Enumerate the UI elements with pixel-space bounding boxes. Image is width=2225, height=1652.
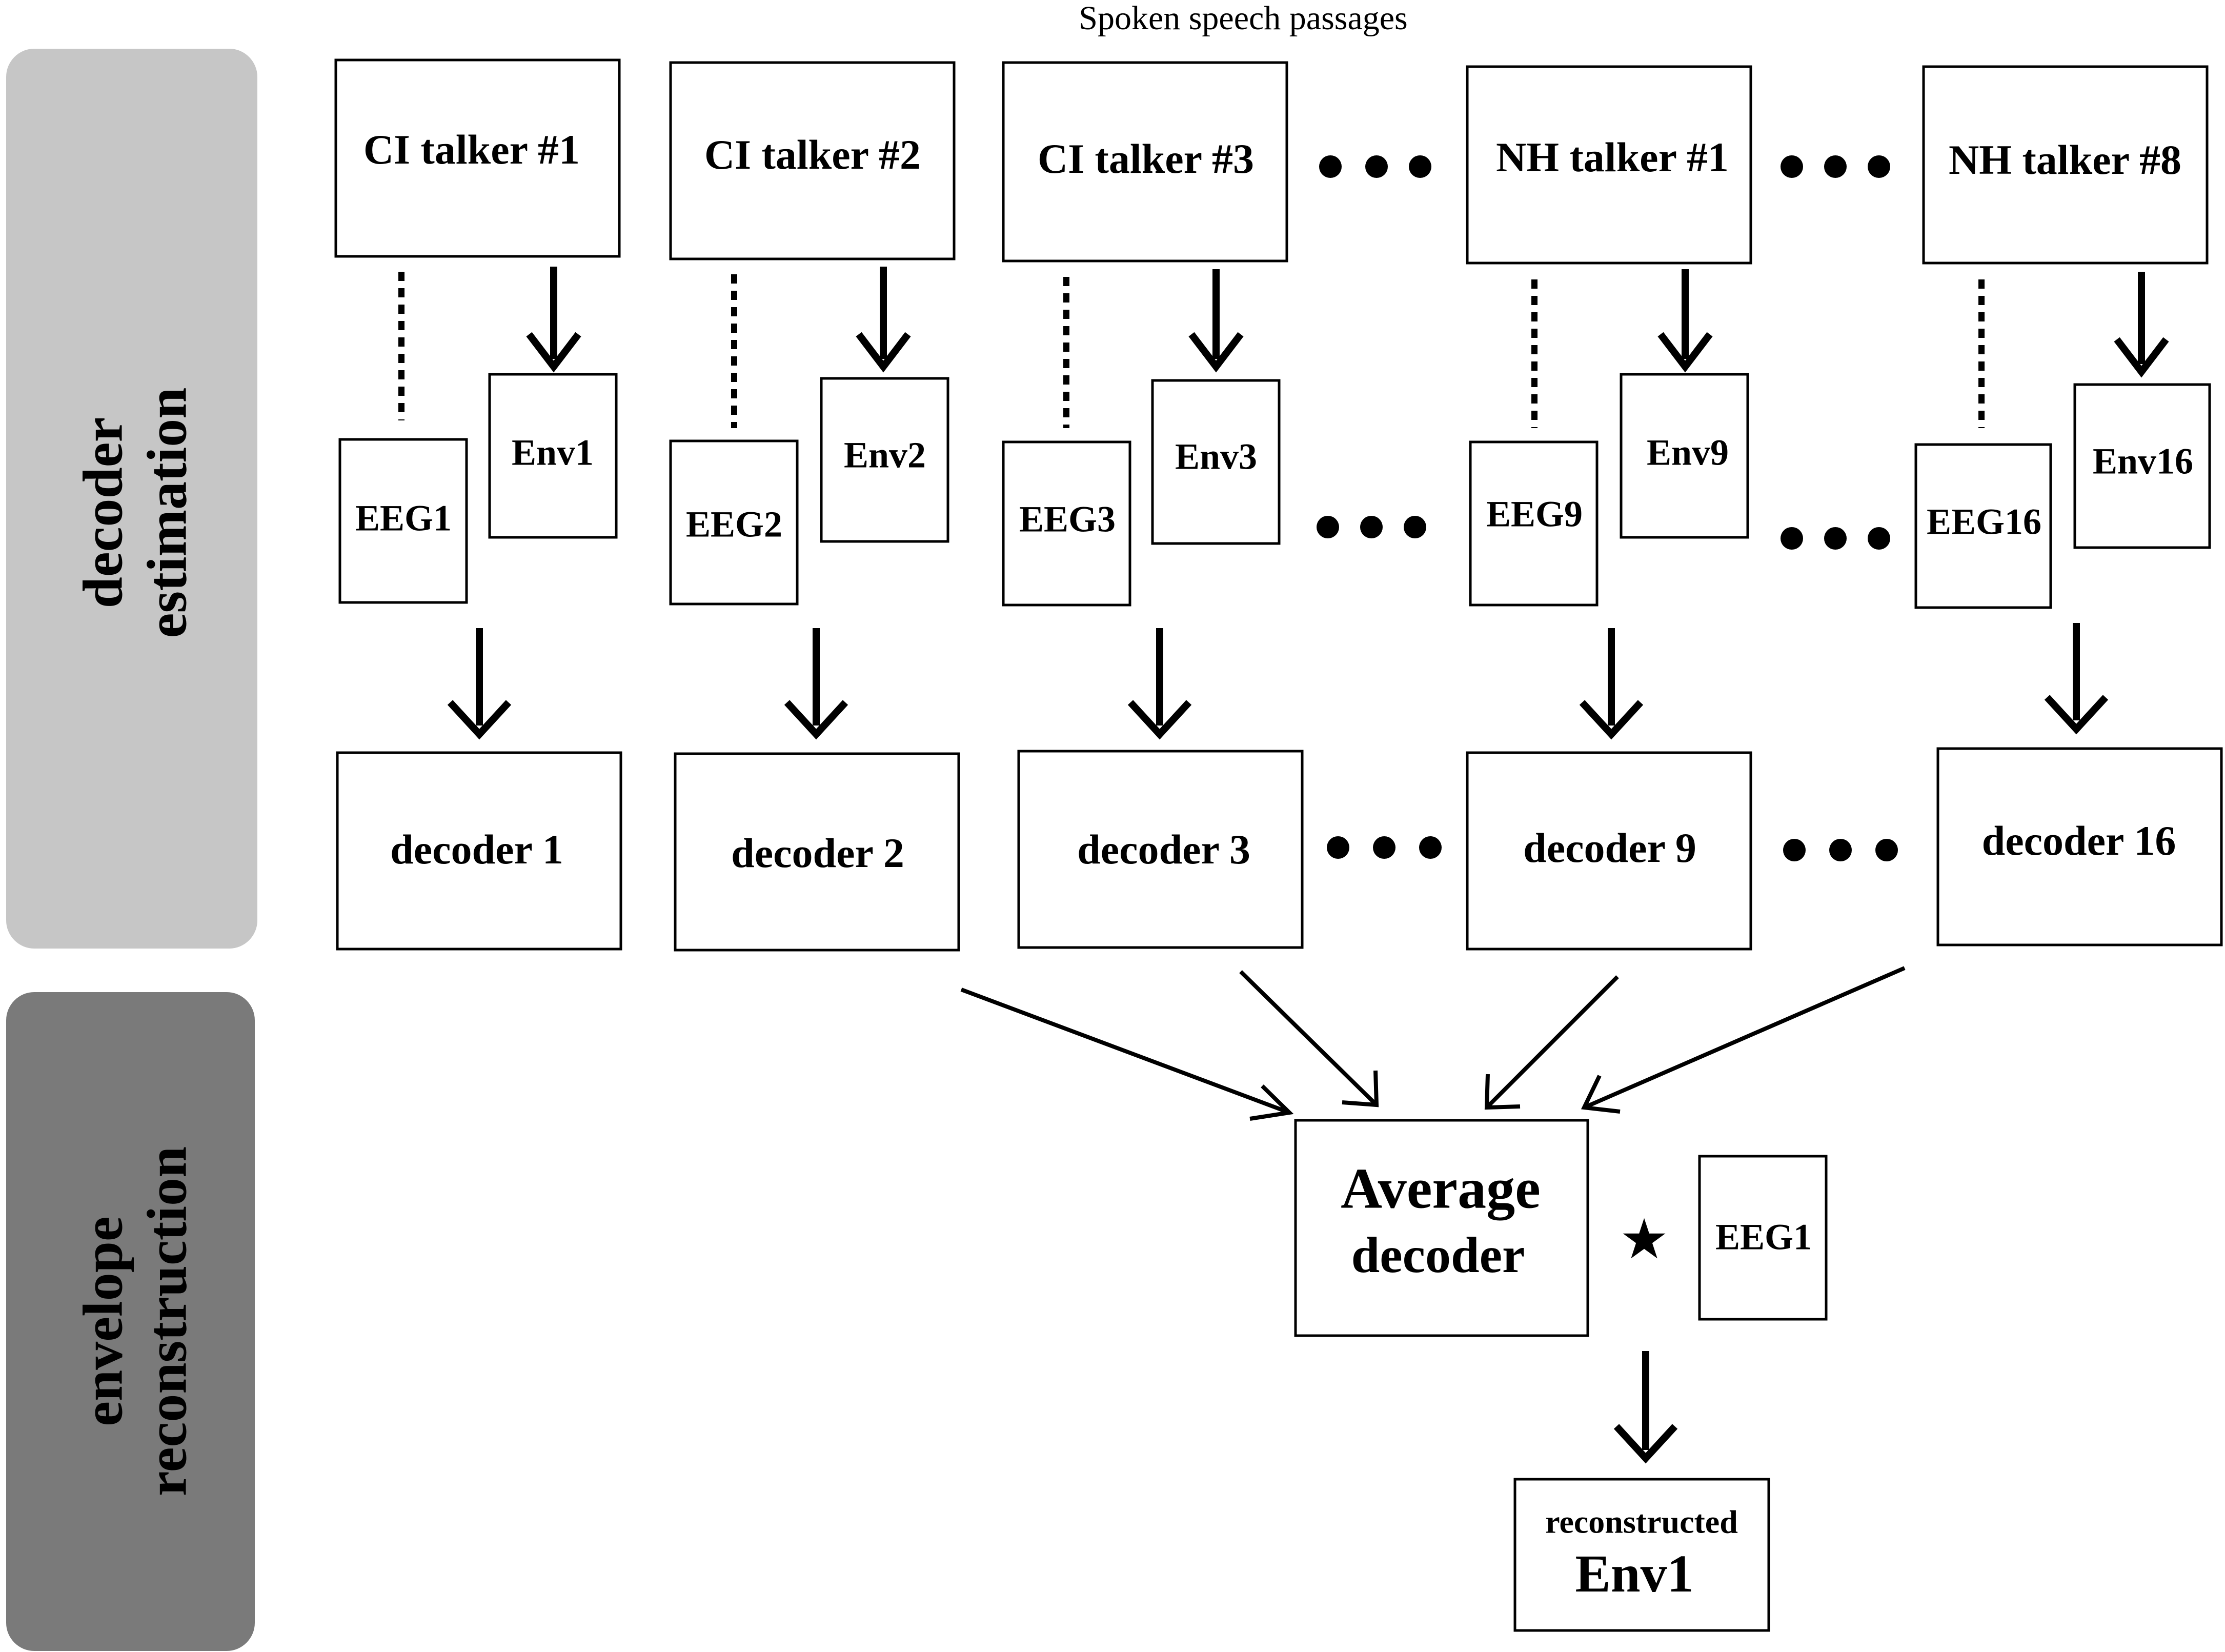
talker-label: CI talker #1	[363, 126, 580, 173]
eeg-decoder-arrowhead	[447, 700, 512, 740]
envelope-reconstruction-panel	[6, 992, 255, 1651]
decoder-label: decoder 16	[1982, 817, 2176, 864]
eeg-label: EEG3	[1019, 499, 1116, 540]
env-box	[1620, 373, 1749, 539]
env-box	[488, 373, 618, 539]
env-label: Env3	[1175, 436, 1257, 477]
decoder-label: decoder 1	[390, 826, 563, 873]
env-box	[1151, 379, 1281, 545]
arrow-to-average-3	[1485, 975, 1619, 1109]
eeg-box	[1469, 440, 1599, 607]
env-label: Env16	[2093, 441, 2193, 482]
arrow-to-average-2	[1239, 970, 1378, 1106]
arrowhead-to-average-4	[1581, 1075, 1621, 1114]
decoder-label: decoder 9	[1523, 824, 1696, 871]
talker-box	[334, 58, 621, 258]
talker-column-2: CI talker #2 Env2 EEG2 decoder 2	[669, 61, 960, 952]
eeg-label: EEG16	[1927, 501, 2041, 542]
diagram-title: Spoken speech passages	[1079, 0, 1408, 37]
talker-env-arrowhead	[2114, 337, 2169, 378]
convolution-star-icon: ★	[1622, 1212, 1666, 1267]
talker-env-arrowhead	[1657, 332, 1713, 373]
eeg-box	[1914, 443, 2052, 609]
average-output-arrowhead	[1613, 1424, 1678, 1464]
ellipsis-talkers-2	[1781, 155, 1890, 178]
eeg-box	[338, 438, 468, 604]
talker-column-4: NH talker #1 Env9 EEG9 decoder 9	[1466, 65, 1752, 951]
average-decoder-label-line1: Average	[1341, 1157, 1541, 1221]
eeg-decoder-arrowhead	[784, 700, 848, 740]
decoder-box	[1936, 747, 2223, 946]
talker-label: CI talker #3	[1038, 135, 1254, 182]
arrowhead-to-average-3	[1484, 1074, 1521, 1110]
ellipsis-talkers-1	[1319, 155, 1431, 178]
arrow-to-average-4	[1583, 966, 1906, 1110]
eeg-decoder-arrowhead	[1127, 700, 1192, 740]
input-eeg-label: EEG1	[1715, 1217, 1812, 1258]
talker-label: NH talker #1	[1496, 134, 1729, 180]
decoder-box	[336, 751, 622, 951]
eeg-label: EEG9	[1486, 494, 1583, 535]
talker-box	[1922, 65, 2209, 265]
arrow-to-average-1	[960, 988, 1290, 1115]
decoder-box	[674, 752, 960, 952]
talker-label: NH talker #8	[1949, 136, 2181, 183]
eeg-decoder-arrowhead	[2044, 695, 2109, 735]
talker-column-5: NH talker #8 Env16 EEG16 decoder 16	[1914, 65, 2223, 946]
ellipsis-decoders-2	[1783, 839, 1898, 861]
converging-arrows	[960, 966, 1906, 1121]
talker-env-arrowhead	[1188, 332, 1244, 373]
eeg-label: EEG2	[686, 504, 782, 545]
talker-column-1: CI talker #1 Env1 EEG1 decoder 1	[334, 58, 622, 951]
talker-column-3: CI talker #3 Env3 EEG3 decoder 3	[1002, 61, 1304, 949]
average-decoder-label-line2: decoder	[1351, 1226, 1525, 1283]
decoder-estimation-panel	[6, 49, 257, 949]
talker-env-arrowhead	[526, 332, 581, 373]
envelope-reconstruction-label-line1: envelope	[71, 1216, 134, 1426]
talker-box	[1466, 65, 1752, 265]
decoder-box	[1466, 751, 1752, 951]
ellipsis-decoders-1	[1327, 836, 1442, 859]
decoder-label: decoder 2	[731, 830, 904, 876]
average-decoder-box	[1294, 1119, 1589, 1337]
env-box	[2073, 383, 2211, 549]
env-box	[820, 377, 949, 543]
eeg-box	[669, 439, 799, 606]
arrowhead-to-average-1	[1249, 1084, 1294, 1121]
env-label: Env1	[512, 432, 594, 473]
input-eeg-box	[1698, 1155, 1828, 1321]
ellipsis-eeg-1	[1317, 516, 1426, 538]
reconstructed-env-box	[1513, 1478, 1770, 1632]
envelope-reconstruction-label-line2: reconstruction	[135, 1146, 198, 1496]
decoder-label: decoder 3	[1077, 826, 1250, 873]
talker-box	[1002, 61, 1288, 263]
reconstructed-env-label-line1: reconstructed	[1545, 1504, 1738, 1540]
talker-box	[669, 61, 956, 260]
talker-env-arrowhead	[856, 332, 911, 373]
decoder-box	[1017, 750, 1304, 949]
arrowhead-to-average-2	[1342, 1070, 1379, 1107]
eeg-label: EEG1	[355, 498, 452, 539]
decoder-estimation-label-line1: decoder	[71, 417, 134, 609]
ellipsis-eeg-2	[1781, 527, 1890, 550]
env-label: Env2	[844, 435, 926, 476]
talker-label: CI talker #2	[704, 131, 921, 178]
decoder-estimation-label-line2: estimation	[135, 388, 198, 638]
eeg-decoder-arrowhead	[1579, 700, 1644, 740]
env-label: Env9	[1647, 432, 1729, 473]
eeg-box	[1002, 440, 1131, 607]
reconstructed-env-label-line2: Env1	[1575, 1544, 1693, 1603]
